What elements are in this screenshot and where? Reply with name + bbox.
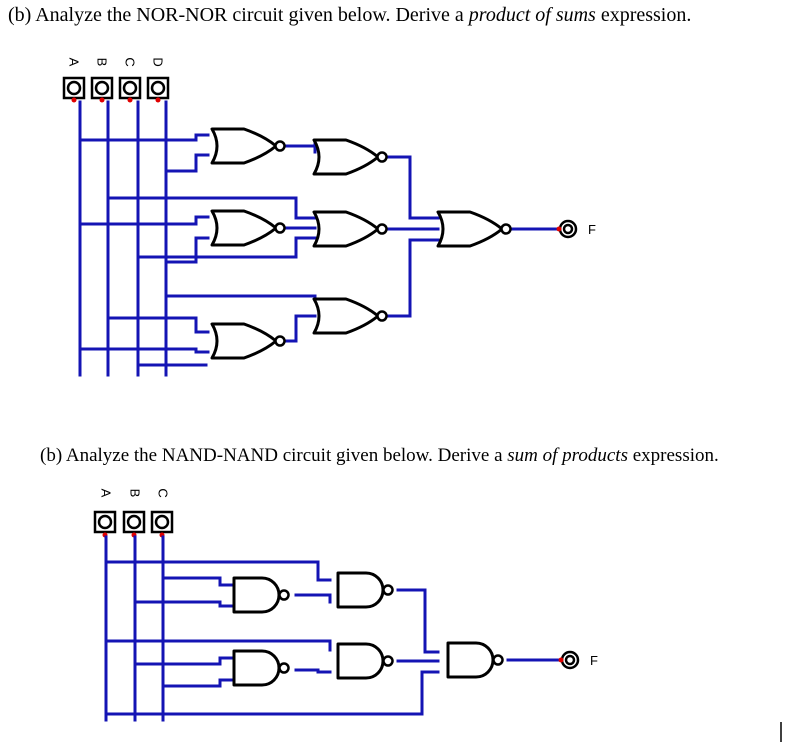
nor-gate-4 xyxy=(312,138,388,176)
question-1-text: (b) Analyze the NOR-NOR circuit given be… xyxy=(8,4,691,27)
nand-nand-circuit: A B C xyxy=(93,488,598,722)
input-switch-a[interactable] xyxy=(62,76,86,100)
nand-gate-output xyxy=(446,641,504,679)
nand-gate-1 xyxy=(232,576,290,614)
input-d-label: D xyxy=(151,57,166,66)
question-2-emphasis: sum of products xyxy=(507,445,628,466)
input-a-label: A xyxy=(67,58,82,67)
input-switch-c2[interactable] xyxy=(150,510,174,534)
nor-gate-output xyxy=(436,210,512,248)
input-c2-label: C xyxy=(156,488,171,497)
input-switch-d[interactable] xyxy=(146,76,170,100)
intermediate-wires-2 xyxy=(294,588,564,674)
nor-gate-3 xyxy=(210,322,286,360)
question-2-suffix: expression. xyxy=(627,445,719,466)
output-f2-label: F xyxy=(590,653,598,668)
question-2-prefix: (b) Analyze the NAND-NAND circuit given … xyxy=(40,445,508,466)
input-a2-label: A xyxy=(99,489,114,498)
input-switch-c[interactable] xyxy=(118,76,142,100)
input-c-label: C xyxy=(123,57,138,66)
nor-gate-2 xyxy=(210,209,286,247)
input-b2-label: B xyxy=(128,489,143,498)
input-switch-a2[interactable] xyxy=(93,510,117,534)
output-f-label: F xyxy=(588,222,596,237)
nor-gate-6 xyxy=(312,297,388,335)
nand-gate-3 xyxy=(336,571,394,609)
input-b-label: B xyxy=(95,58,110,67)
first-level-wires xyxy=(78,133,317,367)
question-1-prefix: (b) Analyze the NOR-NOR circuit given be… xyxy=(8,4,469,26)
first-level-wires-2 xyxy=(104,560,440,716)
input-buses-2 xyxy=(104,535,165,722)
input-buses xyxy=(78,100,168,377)
question-1-suffix: expression. xyxy=(595,4,692,26)
question-2-text: (b) Analyze the NAND-NAND circuit given … xyxy=(40,445,719,467)
nor-nor-circuit: A B C D xyxy=(62,57,596,377)
intermediate-wires xyxy=(281,138,562,343)
output-probe-f xyxy=(556,219,578,239)
nor-gate-1 xyxy=(210,127,286,165)
nand-gate-4 xyxy=(336,642,394,680)
nand-gate-2 xyxy=(232,649,290,687)
input-switch-b[interactable] xyxy=(90,76,114,100)
input-switch-b2[interactable] xyxy=(122,510,146,534)
nor-gate-5 xyxy=(312,210,388,248)
output-probe-f2 xyxy=(558,650,580,670)
question-1-emphasis: product of sums xyxy=(468,4,596,26)
